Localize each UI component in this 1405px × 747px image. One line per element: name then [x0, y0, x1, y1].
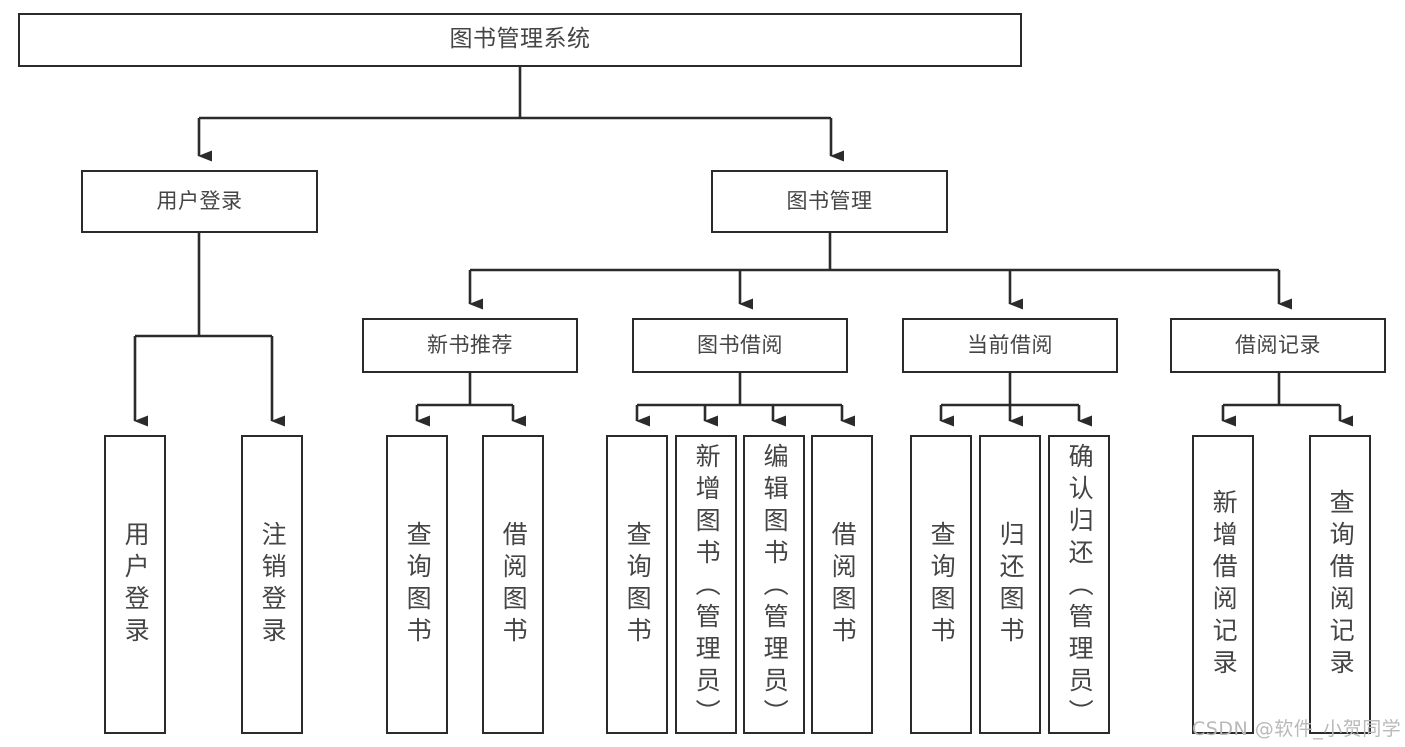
leaf-add-record-label: 新增借阅记录	[1209, 488, 1239, 681]
node-new-book-recommend-label: 新书推荐	[427, 333, 513, 358]
leaf-edit-book-label: 编辑图书（管理员）	[760, 443, 790, 731]
node-book-borrow-label: 图书借阅	[697, 333, 783, 358]
leaf-borrow-book-2-label: 借阅图书	[828, 520, 858, 649]
watermark: CSDN @软件_小贺同学	[1192, 718, 1402, 740]
node-root-label: 图书管理系统	[449, 26, 591, 53]
leaf-query-book-2-label: 查询图书	[623, 520, 653, 649]
leaf-query-book-3[interactable]: 查询图书	[910, 435, 972, 734]
leaf-add-book[interactable]: 新增图书（管理员）	[675, 435, 737, 734]
leaf-borrow-book-1[interactable]: 借阅图书	[482, 435, 544, 734]
leaf-query-record[interactable]: 查询借阅记录	[1309, 435, 1371, 734]
leaf-return-book-label: 归还图书	[996, 520, 1026, 649]
node-current-borrow[interactable]: 当前借阅	[902, 318, 1118, 373]
node-book-manage-label: 图书管理	[786, 189, 873, 214]
leaf-logout[interactable]: 注销登录	[241, 435, 303, 734]
leaf-add-record[interactable]: 新增借阅记录	[1192, 435, 1254, 734]
leaf-query-book-1-label: 查询图书	[403, 520, 433, 649]
leaf-confirm-return[interactable]: 确认归还（管理员）	[1048, 435, 1110, 734]
leaf-query-book-2[interactable]: 查询图书	[606, 435, 668, 734]
leaf-logout-label: 注销登录	[258, 520, 288, 649]
leaf-borrow-book-2[interactable]: 借阅图书	[811, 435, 873, 734]
node-user-login[interactable]: 用户登录	[81, 170, 318, 233]
leaf-edit-book[interactable]: 编辑图书（管理员）	[743, 435, 805, 734]
leaf-query-book-1[interactable]: 查询图书	[386, 435, 448, 734]
leaf-user-login-label: 用户登录	[121, 520, 151, 649]
node-root[interactable]: 图书管理系统	[18, 13, 1022, 67]
node-book-manage[interactable]: 图书管理	[711, 170, 948, 233]
node-user-login-label: 用户登录	[156, 189, 243, 214]
leaf-borrow-book-1-label: 借阅图书	[499, 520, 529, 649]
leaf-add-book-label: 新增图书（管理员）	[692, 443, 722, 731]
leaf-query-book-3-label: 查询图书	[927, 520, 957, 649]
node-new-book-recommend[interactable]: 新书推荐	[362, 318, 578, 373]
node-current-borrow-label: 当前借阅	[967, 333, 1053, 358]
leaf-user-login[interactable]: 用户登录	[104, 435, 166, 734]
node-borrow-record[interactable]: 借阅记录	[1170, 318, 1386, 373]
node-book-borrow[interactable]: 图书借阅	[632, 318, 848, 373]
leaf-return-book[interactable]: 归还图书	[979, 435, 1041, 734]
leaf-confirm-return-label: 确认归还（管理员）	[1065, 443, 1095, 731]
node-borrow-record-label: 借阅记录	[1235, 333, 1321, 358]
leaf-query-record-label: 查询借阅记录	[1326, 488, 1356, 681]
